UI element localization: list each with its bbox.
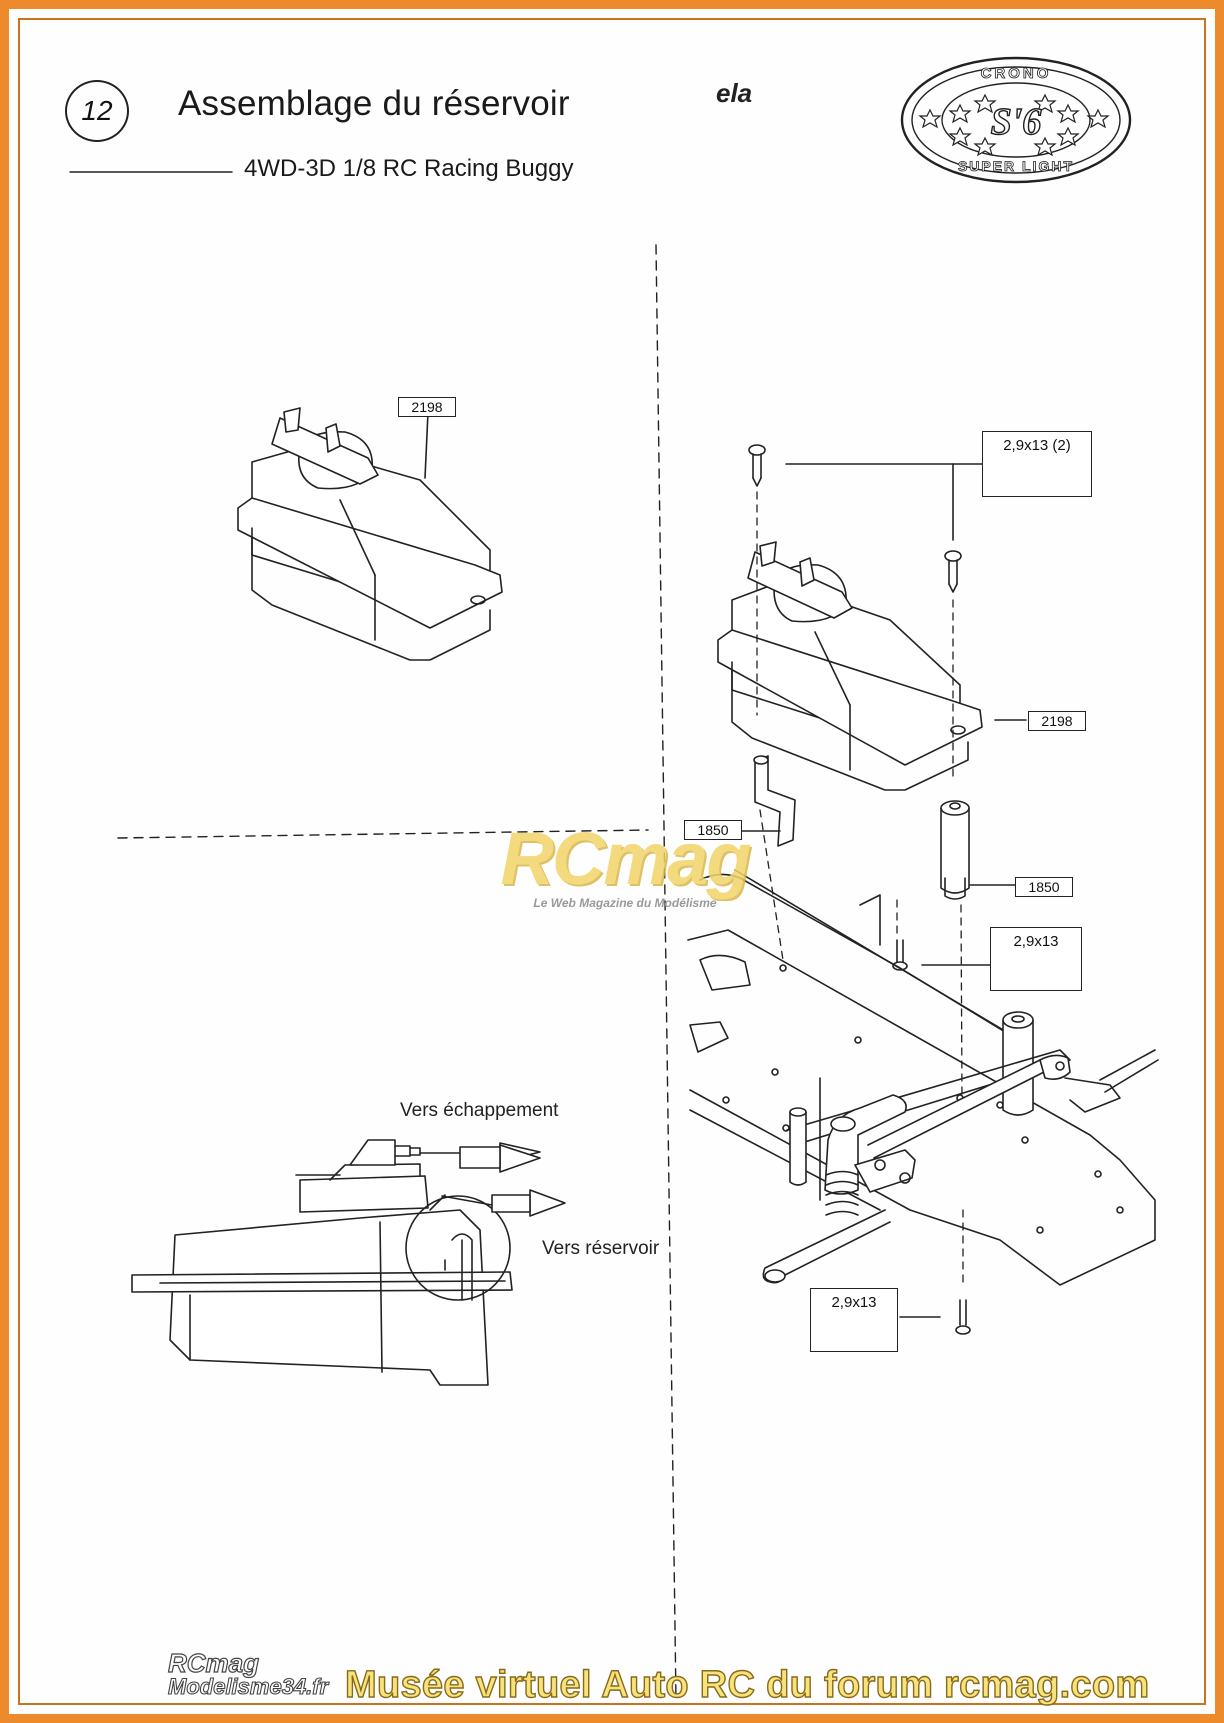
part-tag-post-left: 1850: [684, 820, 742, 840]
footer-text: Musée virtuel Auto RC du forum rcmag.com: [344, 1663, 1150, 1706]
emblem-bottom-text: SUPER LIGHT: [958, 158, 1074, 174]
arrow-tank: [491, 1189, 566, 1217]
screw-glyphs: [821, 457, 1080, 1347]
emblem-top-text: CRONO: [981, 65, 1052, 82]
screw-spec-top-label: 2,9x13 (2): [1003, 437, 1071, 454]
footer-logo-line2: Modelisme34.fr: [167, 1674, 329, 1699]
part-tag-tank-right: 2198: [1028, 711, 1086, 731]
watermark: RCmag Le Web Magazine du Modélisme: [470, 817, 780, 911]
fuel-tank-right: [717, 541, 983, 791]
footer-logo-line1: RCmag: [167, 1648, 260, 1678]
steering-assembly: [762, 1011, 1159, 1284]
screw-spec-middle-label: 2,9x13: [1013, 933, 1059, 950]
tank-post-right: [940, 800, 970, 900]
label-exhaust: Vers échappement: [400, 1100, 559, 1121]
screw-spec-top: 2,9x13 (2): [982, 431, 1092, 497]
chassis-plate: [687, 869, 1156, 1286]
label-tank: Vers réservoir: [542, 1238, 660, 1259]
page-subtitle: 4WD-3D 1/8 RC Racing Buggy: [244, 155, 574, 182]
step-number: 12: [65, 80, 129, 142]
part-tag-post-right: 1850: [1015, 877, 1073, 897]
detail-tank-side-view: [131, 1139, 513, 1386]
screw-bottom: [955, 1299, 971, 1335]
fuel-tank-left: [237, 407, 503, 661]
part-tag-tank-left: 2198: [398, 397, 456, 417]
footer-logo: RCmag Modelisme34.fr: [167, 1648, 329, 1699]
page-title: Assemblage du réservoir: [178, 84, 570, 123]
screw-spec-middle: 2,9x13: [990, 927, 1082, 991]
crono-emblem: CRONO S'6 SUPER LIGHT: [900, 56, 1132, 184]
tank-post-left: [753, 755, 796, 847]
arrow-exhaust: [419, 1142, 541, 1173]
watermark-tagline: Le Web Magazine du Modélisme: [533, 896, 717, 910]
title-tail: ela: [716, 78, 753, 108]
screw-top-left: [748, 444, 766, 487]
screw-middle: [892, 939, 908, 971]
screw-top-right: [944, 550, 962, 593]
watermark-logo: RCmag: [500, 817, 751, 900]
screw-spec-bottom-label: 2,9x13: [831, 1294, 877, 1311]
screw-spec-bottom: 2,9x13: [810, 1288, 898, 1352]
inner-border: [18, 18, 1206, 1705]
emblem-center-text: S'6: [991, 101, 1042, 143]
